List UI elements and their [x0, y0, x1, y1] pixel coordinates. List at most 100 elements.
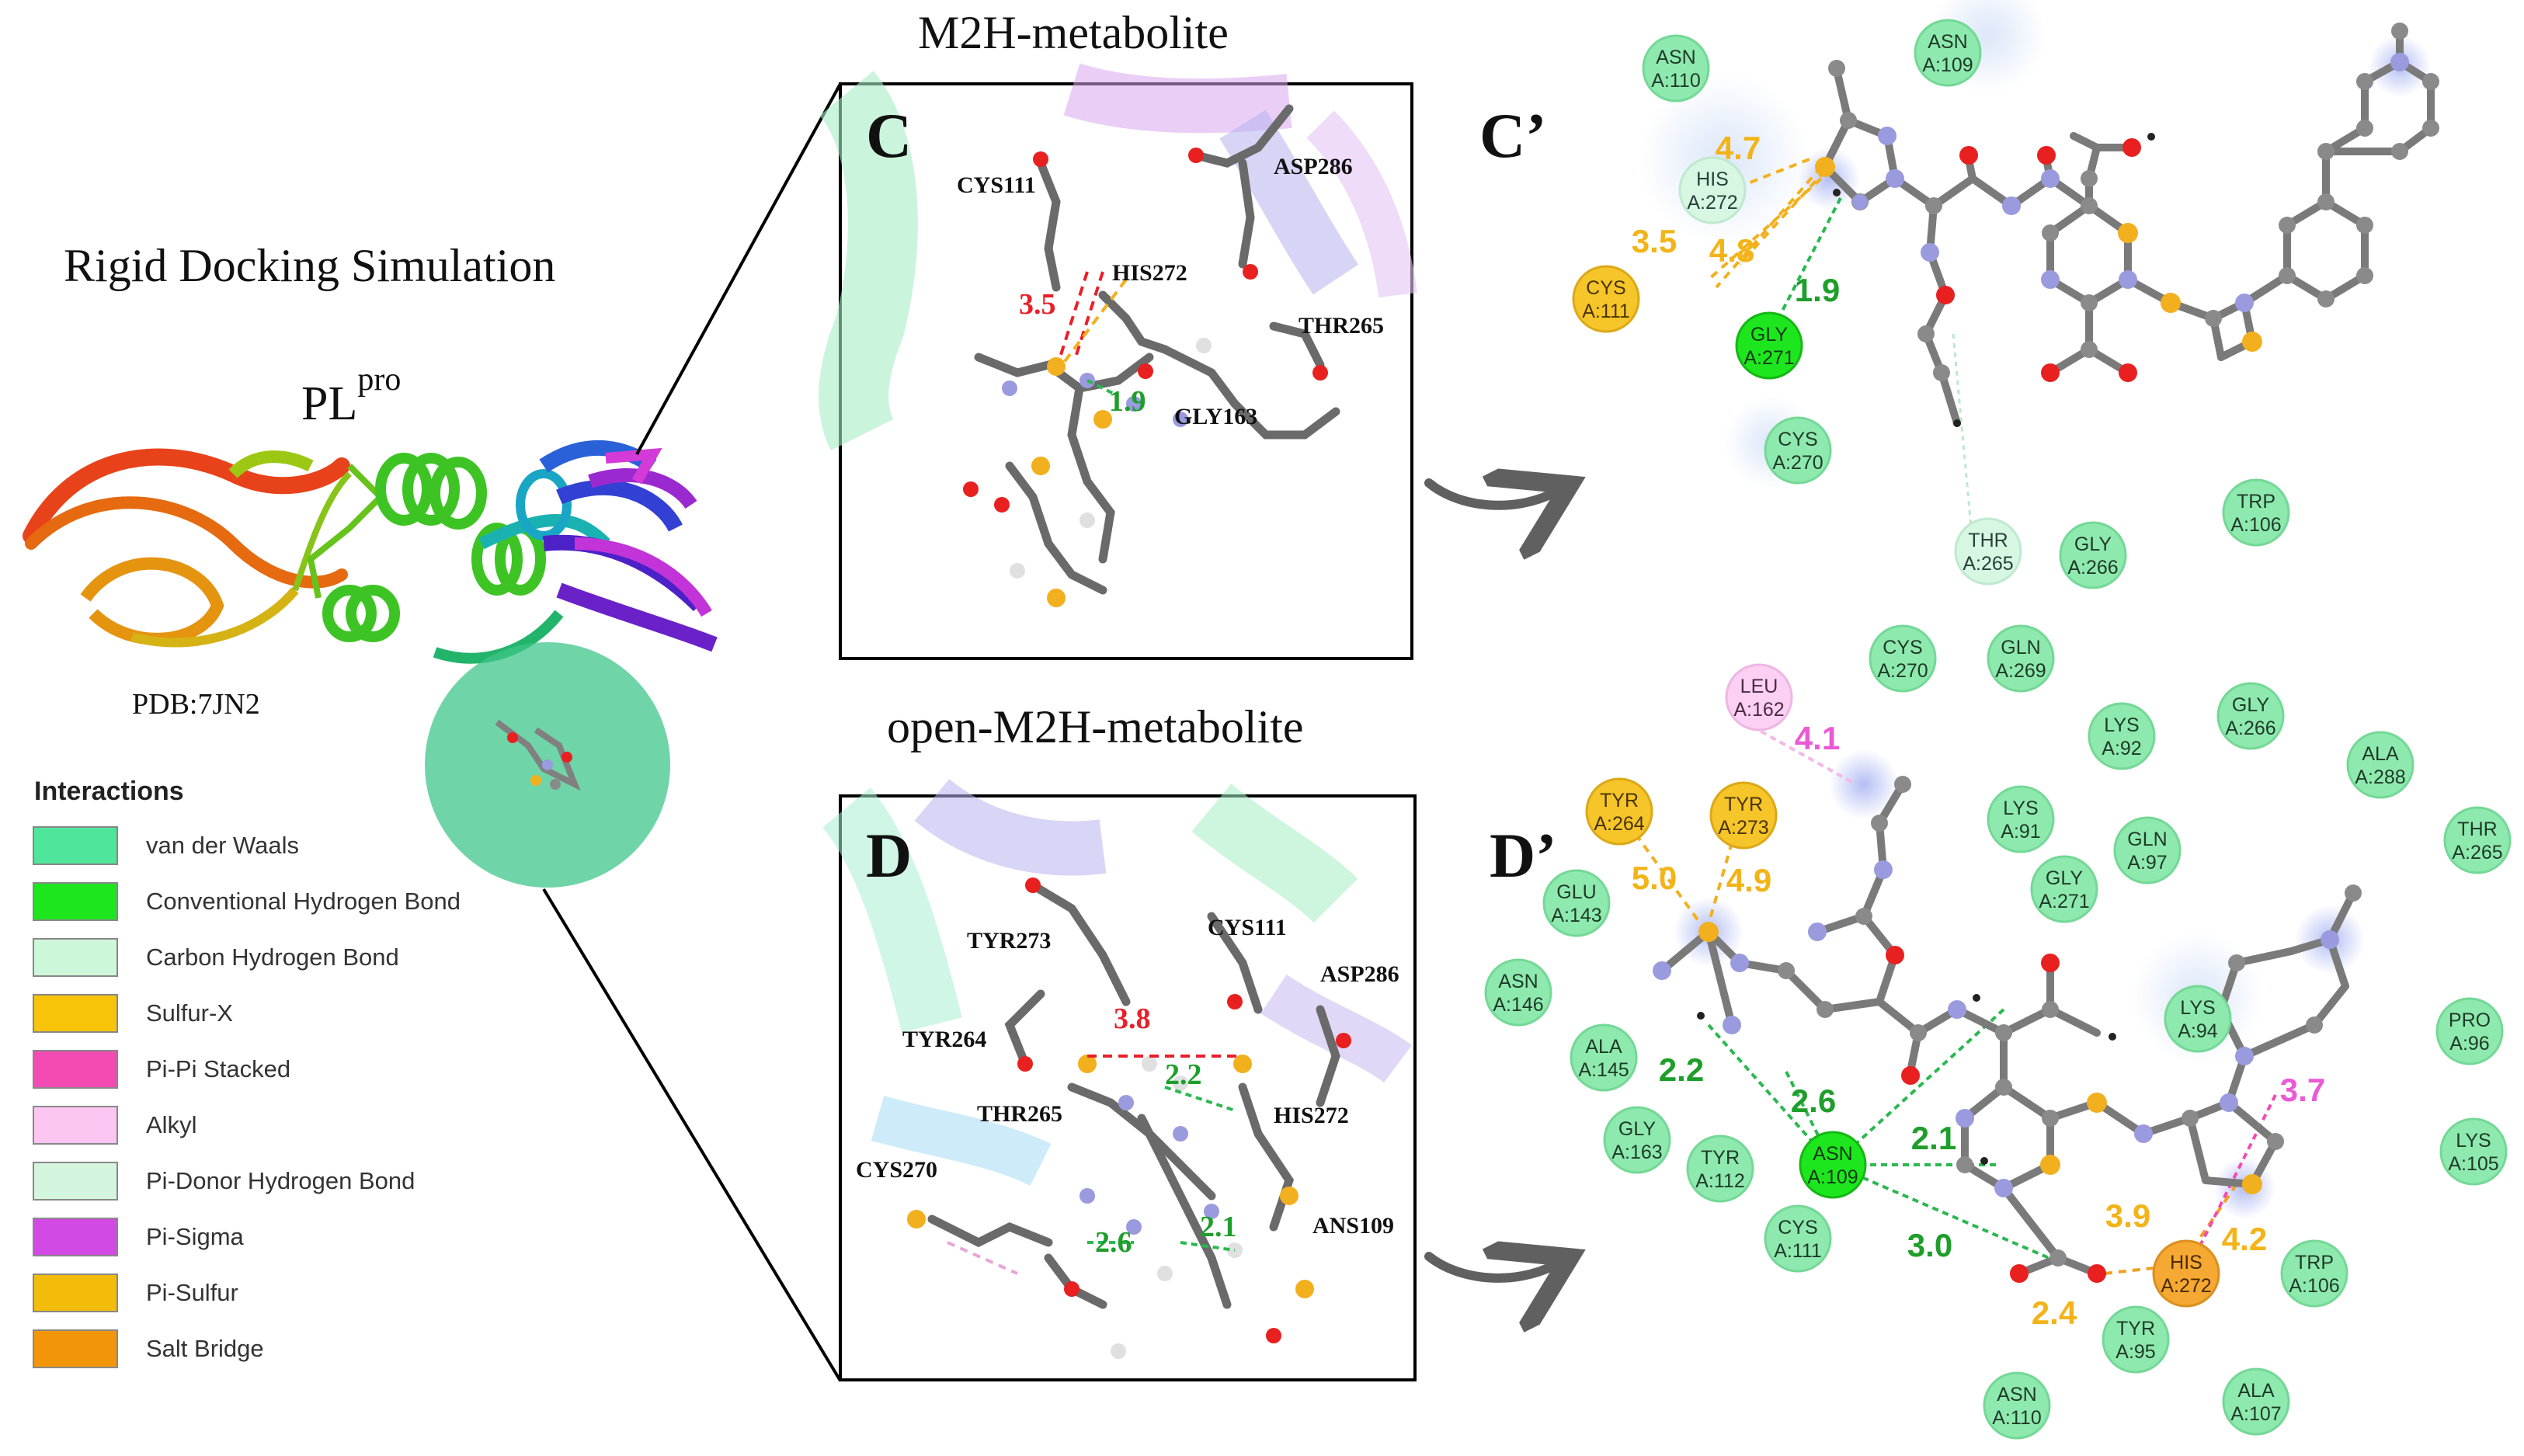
- legend-label: Conventional Hydrogen Bond: [146, 888, 461, 915]
- legend-swatch: [33, 826, 118, 865]
- legend-item: van der Waals: [25, 818, 522, 874]
- legend-swatch: [33, 1162, 118, 1201]
- d-label-ans109: ANS109: [1312, 1213, 1395, 1239]
- residue-disc: [2439, 1117, 2508, 1186]
- residue-name: GLY: [2046, 867, 2083, 889]
- residue-num: A:110: [1992, 1407, 2041, 1429]
- residue-name: GLY: [1750, 324, 1788, 346]
- residue-num: A:111: [1582, 301, 1630, 322]
- residue-disc: [1678, 156, 1747, 224]
- residue-num: A:109: [1922, 54, 1973, 76]
- residue-name: TYR: [1724, 794, 1763, 815]
- pdb-label: PDB:7JN2: [132, 688, 260, 721]
- residue-disc: [1542, 869, 1611, 937]
- residue-disc: [1570, 1023, 1638, 1092]
- residue-name: CYS: [1586, 277, 1625, 299]
- residue-name: ALA: [2237, 1380, 2275, 1402]
- residue-name: ASN: [1656, 47, 1695, 68]
- residue-num: A:271: [2039, 891, 2089, 912]
- legend-label: Pi-Sulfur: [146, 1279, 238, 1306]
- d-distance-2-6: 2.6: [1095, 1226, 1132, 1259]
- residue-disc: [2030, 855, 2098, 923]
- residue-name: CYS: [1778, 429, 1817, 450]
- residue-num: A:146: [1493, 994, 1543, 1016]
- distance-label: 4.9: [1726, 862, 1771, 898]
- distance-label: 4.7: [1716, 130, 1761, 166]
- panel-c2-ligand: [1639, 0, 2439, 544]
- legend-label: van der Waals: [146, 832, 299, 859]
- residue-num: A:111: [1774, 1240, 1822, 1262]
- legend-swatch: [33, 1329, 118, 1368]
- residue-name: LEU: [1740, 676, 1778, 697]
- residue-name: PRO: [2449, 1009, 2491, 1031]
- distance-label: 3.7: [2280, 1072, 2325, 1108]
- residue-name: LYS: [2104, 714, 2139, 736]
- residue-disc: [1484, 958, 1552, 1027]
- residue-name: HIS: [2170, 1252, 2202, 1274]
- distance-label: 4.1: [1795, 720, 1840, 756]
- legend-swatch: [33, 1218, 118, 1256]
- residue-name: ASN: [1997, 1384, 2036, 1406]
- residue-num: A:271: [1744, 347, 1794, 369]
- residue-num: A:91: [2001, 821, 2040, 843]
- legend-item: Pi-Donor Hydrogen Bond: [25, 1153, 522, 1209]
- d-distance-3-8: 3.8: [1114, 1003, 1151, 1035]
- residue-disc: [2216, 682, 2285, 750]
- residue-disc: [1735, 311, 1803, 380]
- title-open-m2h: open-M2H-metabolite: [887, 701, 1304, 752]
- residue-name: LYS: [2003, 797, 2038, 819]
- distance-label: 3.5: [1632, 223, 1677, 259]
- residue-num: A:107: [2230, 1403, 2281, 1425]
- residue-disc: [1987, 785, 2055, 853]
- distance-label: 1.9: [1795, 272, 1840, 308]
- zoom-line-bottom: [542, 888, 842, 1382]
- c-label-asp286: ASP286: [1274, 154, 1353, 179]
- residue-disc: [1954, 517, 2022, 586]
- residue-disc: [2152, 1239, 2220, 1308]
- d-label-cys270: CYS270: [856, 1157, 938, 1183]
- c-label-cys111: CYS111: [957, 172, 1036, 198]
- legend-swatch: [33, 882, 118, 921]
- d-label-cys111: CYS111: [1208, 915, 1287, 940]
- residue-num: A:162: [1733, 699, 1784, 721]
- residue-num: A:94: [2178, 1020, 2218, 1042]
- panel-letter-c2: C’: [1479, 100, 1547, 171]
- residue-name: CYS: [1883, 637, 1922, 659]
- c-label-gly163: GLY163: [1174, 404, 1258, 429]
- residue-name: GLN: [2001, 637, 2040, 659]
- residue-name: TYR: [1600, 790, 1639, 811]
- residue-name: ASN: [1498, 971, 1538, 992]
- residue-disc: [2443, 806, 2512, 874]
- residue-num: A:143: [1551, 905, 1601, 926]
- residue-name: GLY: [2074, 533, 2112, 555]
- legend-item: Pi-Sulfur: [25, 1265, 522, 1321]
- legend-label: Pi-Donor Hydrogen Bond: [146, 1167, 415, 1194]
- residue-disc: [1914, 19, 1982, 87]
- residue-disc: [1642, 34, 1710, 103]
- legend-item: Carbon Hydrogen Bond: [25, 930, 522, 985]
- residue-disc: [1725, 663, 1793, 731]
- residue-name: GLN: [2127, 829, 2167, 850]
- residue-disc: [1764, 416, 1832, 485]
- residue-disc: [1869, 624, 1937, 693]
- distance-label: 4.8: [1709, 232, 1754, 269]
- c-distance-1-9: 1.9: [1109, 385, 1146, 418]
- legend-title: Interactions: [34, 777, 184, 806]
- residue-num: A:265: [2452, 842, 2502, 864]
- panel-letter-d: D: [866, 820, 913, 891]
- panel-letter-d2: D’: [1490, 820, 1557, 891]
